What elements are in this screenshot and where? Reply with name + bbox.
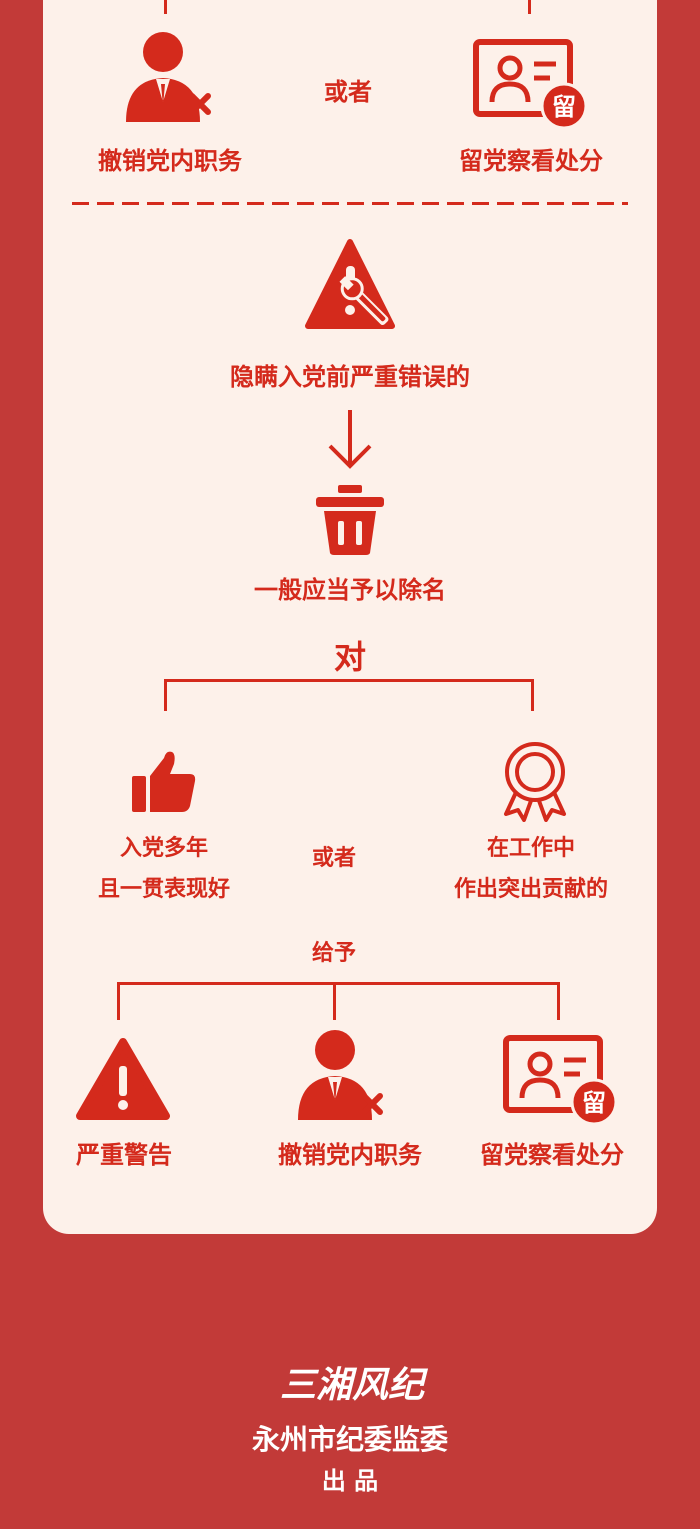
- thumbs-up-icon: [130, 748, 198, 814]
- footer-org: 永州市纪委监委: [251, 1423, 449, 1456]
- dashed-divider: [72, 202, 628, 205]
- branch-stub-right: [528, 0, 531, 14]
- bracket3-mid: [333, 982, 336, 1020]
- to-label: 对: [333, 638, 367, 676]
- award-icon: [500, 740, 570, 822]
- section1-connector: 或者: [324, 78, 372, 106]
- branch-stub-left: [164, 0, 167, 14]
- result-text: 一般应当予以除名: [254, 576, 446, 604]
- option2-label: 撤销党内职务: [278, 1141, 422, 1169]
- id-card-icon: 留: [472, 38, 592, 130]
- section2-connector: 或者: [311, 846, 357, 871]
- give-label: 给予: [311, 941, 357, 966]
- person-x-icon: [290, 1030, 390, 1124]
- right-cond-line2: 作出突出贡献的: [453, 877, 609, 902]
- left-cond-line1: 入党多年: [119, 836, 209, 861]
- arrow-down-icon: [326, 408, 374, 470]
- option1-label: 严重警告: [76, 1141, 172, 1169]
- bracket3-left: [117, 982, 120, 1020]
- right-cond-line1: 在工作中: [486, 836, 576, 861]
- bracket3-top: [117, 982, 560, 985]
- left-cond-line2: 且一贯表现好: [97, 877, 231, 902]
- footer-produced: 出 品: [321, 1467, 379, 1495]
- section1-right-label: 留党察看处分: [459, 147, 603, 175]
- bracket2-left: [164, 679, 167, 711]
- bracket3-right: [557, 982, 560, 1020]
- content-card: [43, 0, 657, 1234]
- bracket2-right: [531, 679, 534, 711]
- id-card-icon: 留: [502, 1034, 622, 1126]
- footer-logo: 三湘风纪: [279, 1364, 425, 1406]
- id-card-char: 留: [552, 93, 576, 121]
- section1-left-label: 撤销党内职务: [98, 147, 242, 175]
- warning-wrench-icon: [302, 238, 398, 334]
- bracket2-top: [164, 679, 534, 682]
- warning-icon: [74, 1036, 172, 1122]
- condition-text: 隐瞒入党前严重错误的: [230, 363, 470, 391]
- option3-label: 留党察看处分: [480, 1141, 624, 1169]
- person-x-icon: [118, 32, 218, 126]
- trash-icon: [314, 483, 386, 557]
- id-card-char: 留: [582, 1089, 606, 1117]
